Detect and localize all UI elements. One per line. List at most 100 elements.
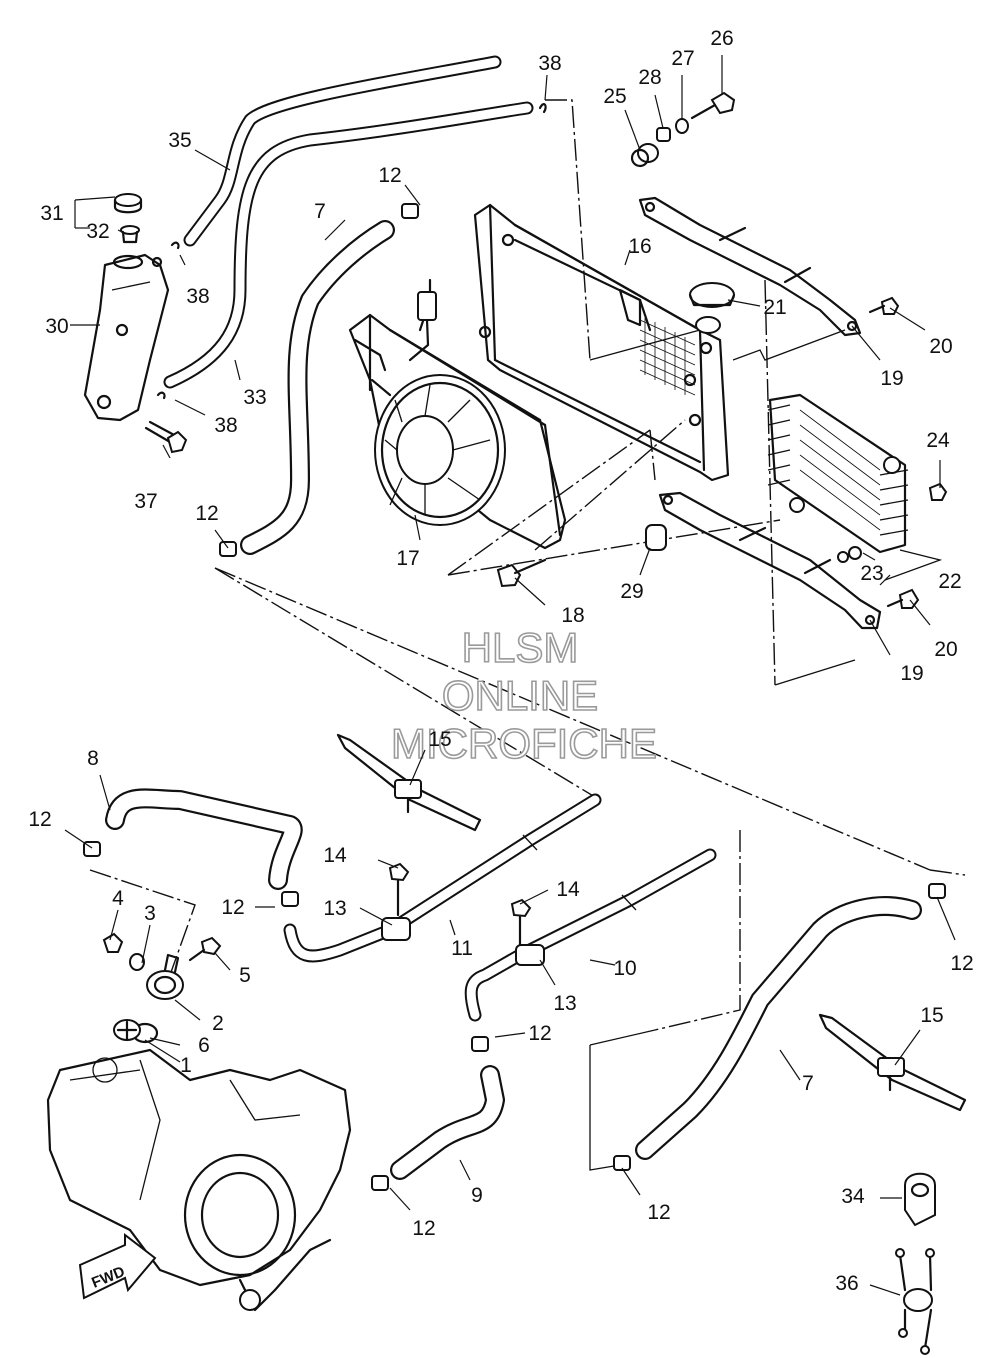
grommet-29 [645, 524, 667, 551]
callout-2: 2 [212, 1012, 224, 1035]
callout-15-b: 15 [920, 1004, 943, 1027]
callout-35: 35 [168, 129, 191, 152]
hose-7-upper [240, 220, 395, 555]
fan-connector [408, 291, 437, 362]
cooler-bolt-24 [928, 482, 948, 501]
callout-7-lower: 7 [802, 1072, 814, 1095]
fan-17 [374, 278, 506, 526]
callout-31: 31 [40, 202, 63, 225]
clamp-13-b [515, 944, 545, 966]
coolant-reservoir-tank [83, 253, 170, 422]
callout-12-left: 12 [195, 502, 218, 525]
callout-38-a: 38 [186, 285, 209, 308]
callout-23: 23 [860, 562, 883, 585]
engine-block [46, 1048, 352, 1312]
fwd-arrow-indicator: FWD [78, 1232, 157, 1300]
radiator-bracket-upper-19 [638, 196, 862, 337]
callout-24: 24 [926, 429, 950, 452]
callout-14-b: 14 [556, 878, 580, 901]
callout-22: 22 [938, 570, 961, 593]
callout-19-lower: 19 [900, 662, 923, 685]
reservoir-cap-31 [113, 193, 143, 214]
hose-9 [390, 1065, 505, 1180]
hose-7-lower [635, 896, 922, 1160]
callout-17: 17 [396, 547, 419, 570]
callout-26: 26 [710, 27, 733, 50]
callout-16: 16 [628, 235, 651, 258]
thermostat-cover-2 [146, 953, 184, 1000]
watermark-line-1: HLSM [462, 624, 579, 671]
callout-11: 11 [451, 937, 473, 960]
callout-7-upper: 7 [314, 200, 326, 223]
clip-36 [895, 1248, 935, 1355]
callout-9: 9 [471, 1184, 483, 1207]
fan-shroud [348, 313, 567, 550]
callout-12-top: 12 [378, 164, 401, 187]
breather-hose-33 [163, 101, 534, 389]
callout-12-pipe10: 12 [528, 1022, 551, 1045]
callout-19-upper: 19 [880, 367, 903, 390]
cooler-bolt-23 [837, 546, 862, 563]
overflow-hose-35 [183, 55, 502, 247]
callout-5: 5 [239, 964, 251, 987]
bolt-14-b [510, 898, 532, 947]
bracket-bolt-20-upper [868, 296, 900, 315]
callout-25: 25 [603, 85, 626, 108]
callout-1: 1 [180, 1054, 192, 1077]
washer-3 [129, 953, 145, 971]
callout-13-b: 13 [553, 992, 576, 1015]
reservoir-bolt-37 [144, 420, 188, 454]
callout-20-upper: 20 [929, 335, 952, 358]
callout-12-pipe11: 12 [221, 896, 244, 919]
thermostat-1 [113, 1019, 141, 1042]
watermark-line-3: MICROFICHE [391, 720, 657, 767]
cable-tie-15-a [336, 733, 482, 832]
radiator-bracket-lower-19 [658, 491, 882, 630]
callout-33: 33 [243, 386, 266, 409]
callout-4: 4 [112, 887, 124, 910]
callout-30: 30 [45, 315, 68, 338]
callout-numbers: 1 2 3 4 5 6 7 7 8 9 10 11 12 12 12 12 12… [28, 27, 973, 1295]
callout-38-c: 38 [538, 52, 561, 75]
hose-8 [105, 788, 303, 890]
callout-21: 21 [763, 296, 786, 319]
watermark-line-2: ONLINE [442, 672, 598, 719]
callout-14-a: 14 [323, 844, 347, 867]
callout-18: 18 [561, 604, 584, 627]
callout-12-right: 12 [950, 952, 973, 975]
callout-15-a: 15 [428, 728, 451, 751]
callout-28: 28 [638, 66, 661, 89]
callout-32: 32 [86, 220, 109, 243]
cap-seal-32 [120, 225, 140, 244]
radiator-bolt-18 [496, 558, 547, 588]
callout-10: 10 [613, 957, 636, 980]
callout-12-pump: 12 [28, 808, 51, 831]
hose-clips-38 [156, 103, 547, 400]
callout-29: 29 [620, 580, 643, 603]
hose-clamp-12-group [83, 203, 946, 1191]
grommet-25 [630, 143, 659, 168]
bolt-5 [188, 936, 222, 962]
pipe-11 [283, 793, 602, 963]
callout-38-b: 38 [214, 414, 237, 437]
radiator-16 [473, 203, 730, 482]
pipe-10 [464, 848, 717, 1022]
watermark: HLSM ONLINE MICROFICHE [390, 623, 658, 768]
bolt-14-a [388, 862, 410, 917]
washer-27 [675, 118, 689, 134]
callout-37: 37 [134, 490, 157, 513]
callout-20-lower: 20 [934, 638, 957, 661]
callout-6: 6 [198, 1034, 210, 1057]
callout-27: 27 [671, 47, 694, 70]
oil-cooler-22 [767, 393, 909, 554]
callout-8: 8 [87, 747, 99, 770]
clip-34 [904, 1172, 936, 1227]
bolt-4 [102, 932, 124, 953]
callout-3: 3 [144, 902, 156, 925]
collar-28 [656, 127, 671, 142]
radiator-cap-21 [688, 282, 736, 334]
callout-36: 36 [835, 1272, 858, 1295]
cable-tie-15-b [818, 1013, 967, 1112]
callout-12-hose7: 12 [647, 1201, 670, 1224]
